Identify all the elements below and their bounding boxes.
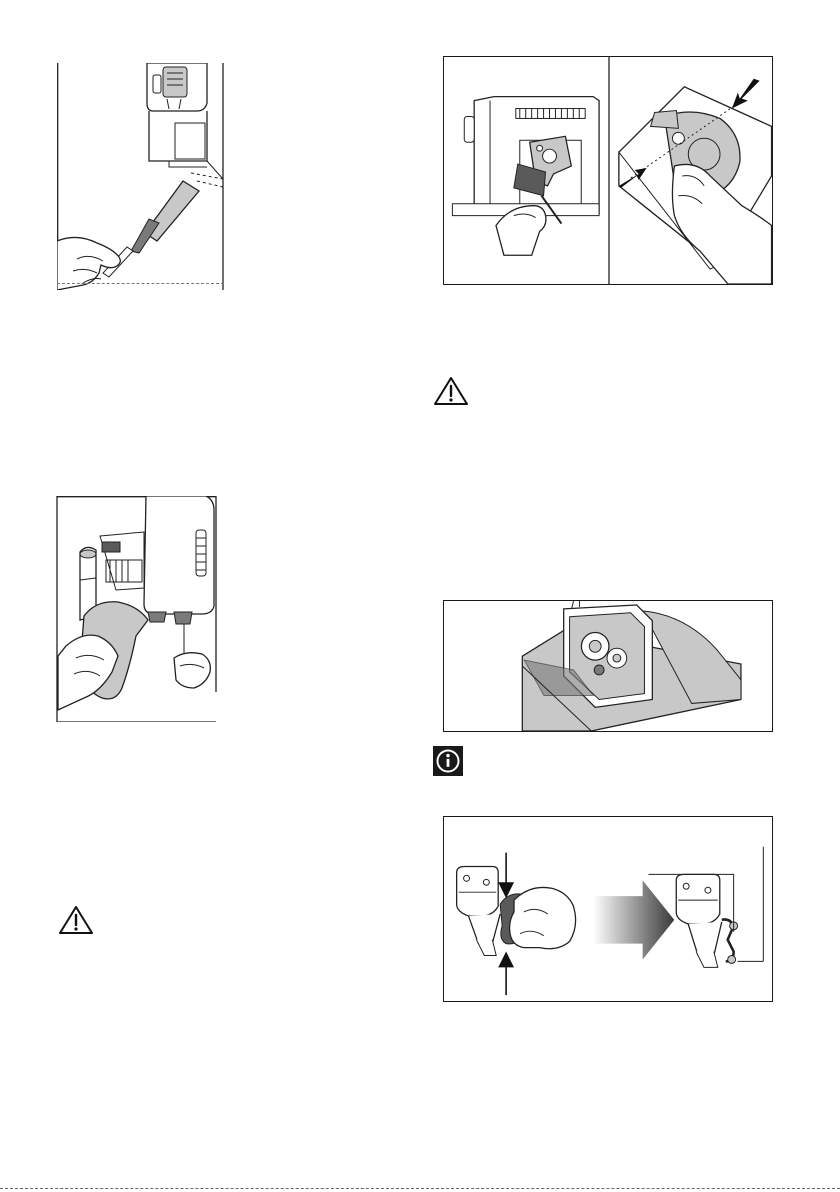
- figure-vacuum-cleaning: [57, 63, 224, 290]
- figure-press-lever: [443, 816, 773, 1002]
- warning-triangle-icon: [433, 376, 469, 406]
- brew-unit-removal-illustration: [444, 57, 772, 284]
- lever-press-illustration: [444, 817, 772, 1001]
- warning-triangle-icon: [58, 905, 94, 935]
- vacuum-nozzle-illustration: [57, 63, 224, 290]
- info-icon: [433, 746, 463, 776]
- figure-trim-dashed-line: [57, 283, 224, 284]
- brew-unit-housing-illustration: [444, 601, 772, 731]
- figure-remove-brew-unit: [443, 56, 773, 285]
- page-trim-line: [0, 1188, 840, 1189]
- figure-clean-dispenser: [56, 496, 220, 722]
- figure-brew-unit-seat: [443, 600, 773, 732]
- cloth-wiping-illustration: [56, 496, 220, 722]
